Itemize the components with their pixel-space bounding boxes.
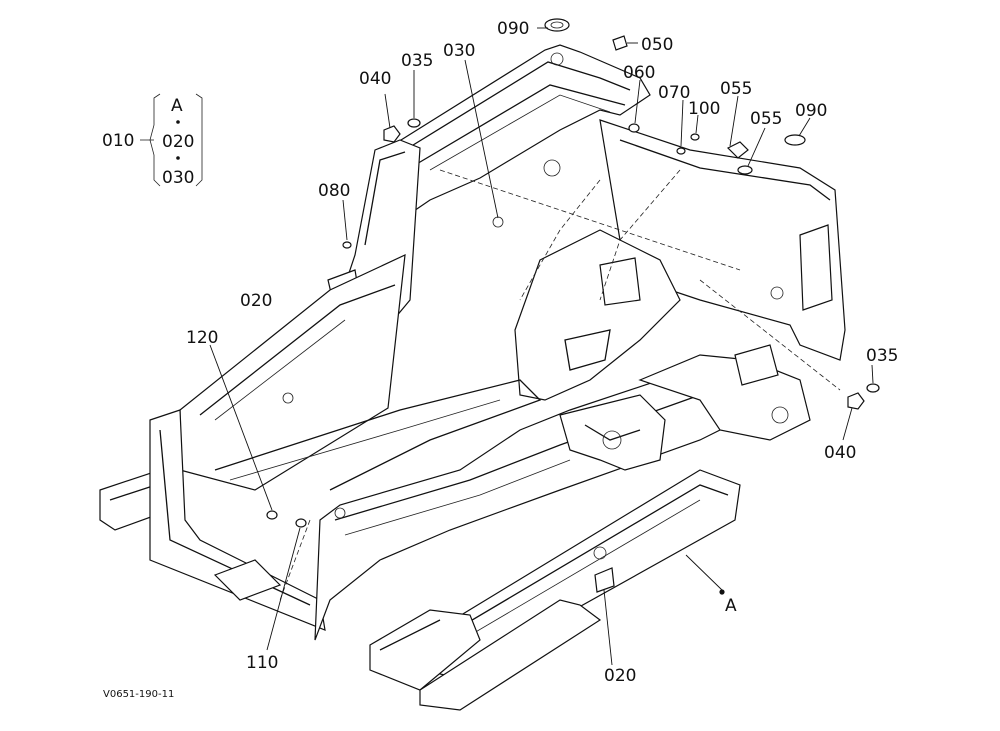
- callout-group-020: 020: [162, 132, 194, 152]
- callout-020-bottom: 020: [604, 666, 636, 686]
- callout-035-left: 035: [401, 51, 433, 71]
- main-frame: [99, 44, 846, 711]
- callout-050: 050: [641, 35, 673, 55]
- callout-040-left: 040: [359, 69, 391, 89]
- callout-100: 100: [688, 99, 720, 119]
- callout-070: 070: [658, 83, 690, 103]
- diagram-code: V0651-190-11: [103, 689, 174, 700]
- hardware-parts: [266, 18, 880, 528]
- callout-120: 120: [186, 328, 218, 348]
- callout-090-right: 090: [795, 101, 827, 121]
- callout-030: 030: [443, 41, 475, 61]
- bracket-group: [140, 93, 203, 187]
- callout-group-a: A: [171, 96, 183, 116]
- leader-lines: [209, 27, 874, 666]
- callout-055-b: 055: [750, 109, 782, 129]
- callout-040-right: 040: [824, 443, 856, 463]
- callout-090-top: 090: [497, 19, 529, 39]
- callout-110: 110: [246, 653, 278, 673]
- callout-055-a: 055: [720, 79, 752, 99]
- callout-010: 010: [102, 131, 134, 151]
- callout-060: 060: [623, 63, 655, 83]
- callout-group-030: 030: [162, 168, 194, 188]
- callout-035-right: 035: [866, 346, 898, 366]
- callout-labels: 010 A 020 030 090 050 040 035 030 060 07…: [102, 19, 898, 700]
- callout-020-left: 020: [240, 291, 272, 311]
- callout-a: A: [725, 596, 737, 616]
- callout-080: 080: [318, 181, 350, 201]
